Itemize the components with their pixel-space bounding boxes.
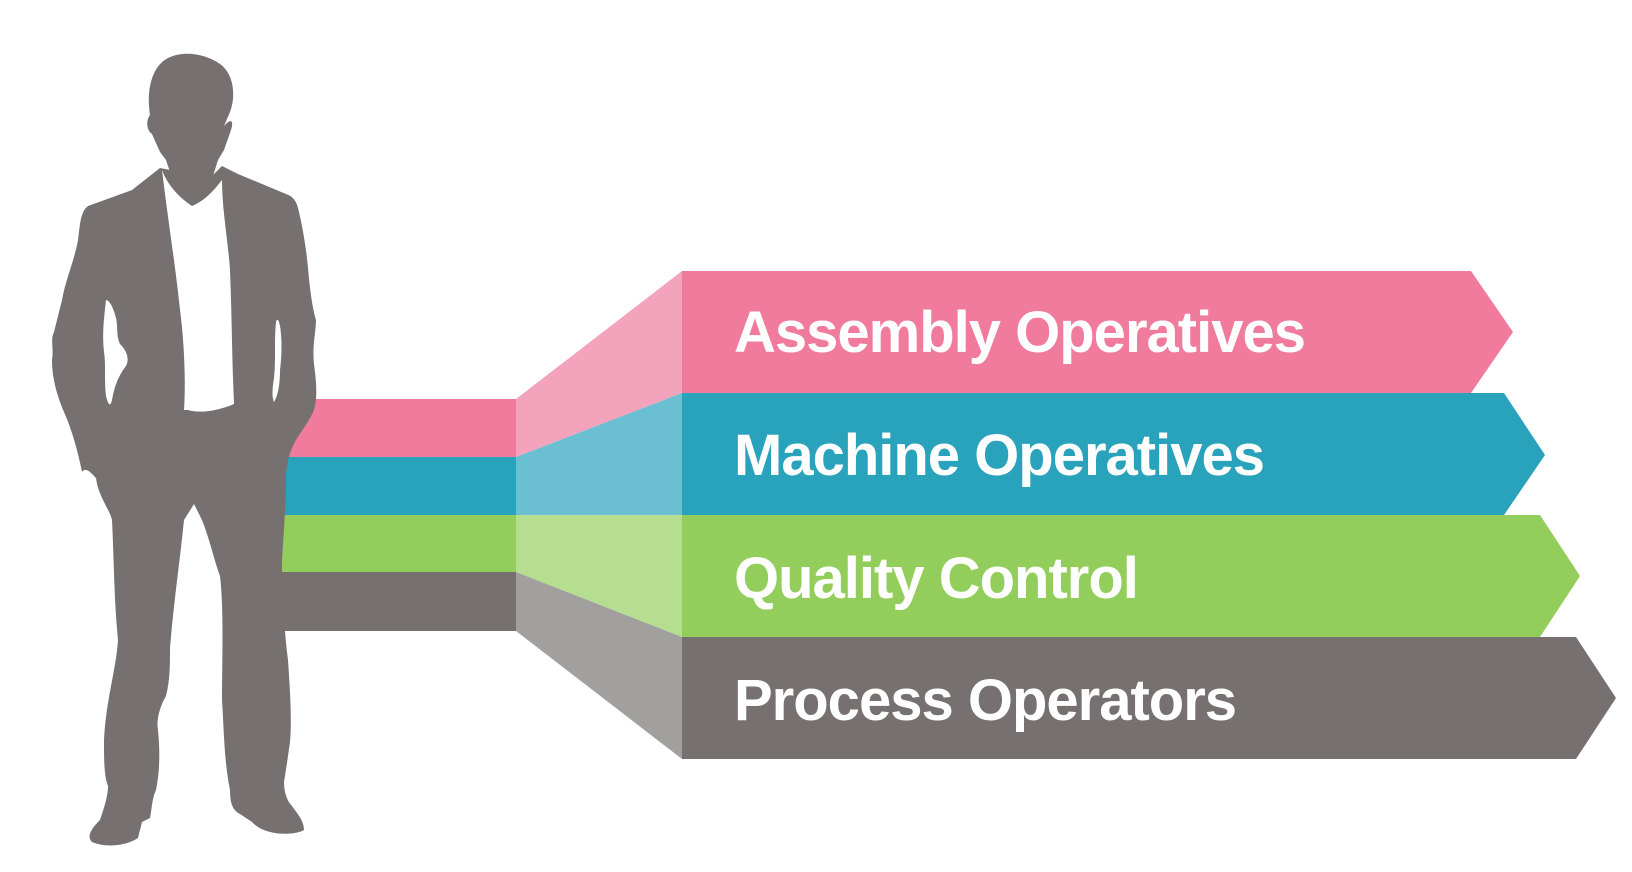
arrow-band-assembly (682, 271, 1513, 393)
connector-process (516, 572, 682, 759)
label-assembly: Assembly Operatives (734, 300, 1305, 365)
label-machine: Machine Operatives (734, 423, 1264, 488)
arrow-band-quality (682, 515, 1580, 637)
figure-shirt (162, 170, 234, 412)
band-labels: Assembly Operatives Machine Operatives Q… (734, 300, 1306, 733)
businessman-silhouette-icon (52, 53, 317, 846)
left-bands (270, 399, 516, 631)
left-band-quality (270, 515, 516, 572)
left-band-machine (270, 457, 516, 515)
figure-suit (52, 166, 317, 846)
arrow-band-machine (682, 393, 1545, 515)
connectors (516, 271, 682, 759)
arrow-bands (682, 271, 1616, 759)
arrow-band-process (682, 637, 1616, 759)
figure-arm-gap-right (272, 319, 282, 402)
connector-assembly (516, 271, 682, 457)
connector-quality (516, 515, 682, 637)
left-band-process (270, 572, 516, 631)
connector-machine (516, 393, 682, 515)
label-quality: Quality Control (734, 546, 1138, 611)
label-process: Process Operators (734, 668, 1236, 733)
figure-arm-gap-left (103, 300, 128, 405)
figure-head (147, 53, 234, 192)
